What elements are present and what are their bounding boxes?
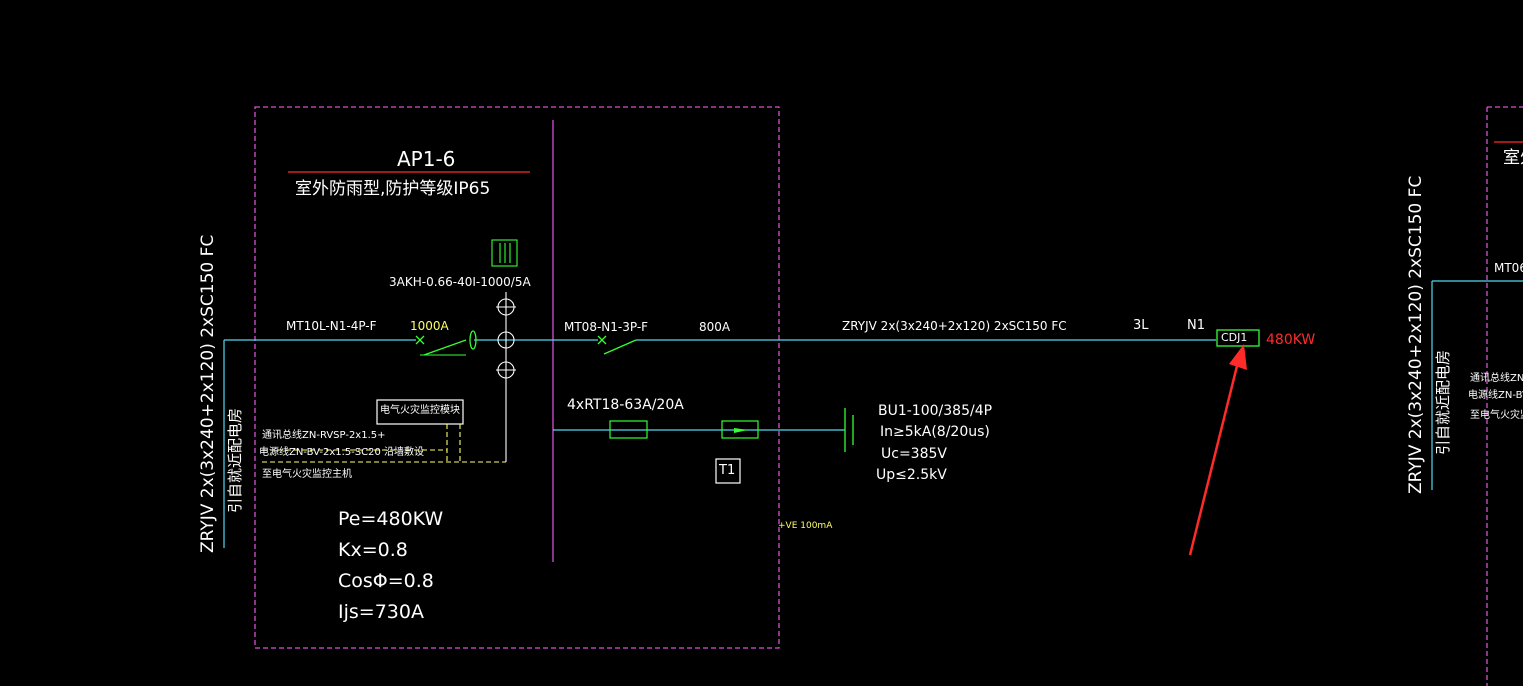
target-label: CDJ1 <box>1221 331 1248 344</box>
annotation-arrow <box>1188 344 1247 556</box>
neighbor-power-partial: 电源线ZN-BV <box>1468 390 1523 401</box>
neighbor-source-note: 引自就近配电房 <box>1434 349 1452 455</box>
panel-name: AP1-6 <box>397 147 456 171</box>
outgoing-circuit: N1 <box>1187 318 1205 333</box>
spd-fuse-label: 4xRT18-63A/20A <box>567 397 684 413</box>
spd-device-symbol <box>721 420 759 439</box>
current-transformer-symbol <box>491 239 518 462</box>
outgoing-cable-label: ZRYJV 2x(3x240+2x120) 2xSC150 FC <box>842 319 1067 333</box>
neighbor-cable-label: ZRYJV 2x(3x240+2x120) 2xSC150 FC <box>1406 175 1426 494</box>
neighbor-breaker: MT06 <box>1494 261 1523 275</box>
ground-label: +VE 100mA <box>778 521 833 531</box>
incoming-cable-label: ZRYJV 2x(3x240+2x120) 2xSC150 FC <box>198 234 218 553</box>
monitoring-module-box <box>376 399 464 425</box>
spd-fuse-symbol <box>609 420 648 439</box>
spd-arrow-symbol <box>734 428 748 433</box>
spd-in: In≥5kA(8/20us) <box>880 424 990 440</box>
calc-cos: CosΦ=0.8 <box>338 570 434 592</box>
incoming-source-note: 引自就近配电房 <box>226 407 244 513</box>
spd-tag-box <box>715 458 741 484</box>
panel-description: 室外防雨型,防护等级IP65 <box>295 179 491 199</box>
monitoring-host-label: 至电气火灾监控主机 <box>262 469 352 480</box>
spd-tag: T1 <box>719 463 736 478</box>
monitoring-wiring <box>262 424 506 463</box>
outgoing-breaker-symbol <box>597 335 637 355</box>
calc-pe: Pe=480KW <box>338 508 444 530</box>
calc-kx: Kx=0.8 <box>338 539 408 561</box>
outgoing-breaker-rating: 800A <box>699 320 731 334</box>
target-box <box>1216 329 1260 347</box>
spd-model: BU1-100/385/4P <box>878 403 993 419</box>
monitoring-comm-line: 通讯总线ZN-RVSP-2x1.5+ <box>262 430 386 441</box>
spd-up: Up≤2.5kV <box>876 467 947 483</box>
target-load: 480KW <box>1266 332 1316 348</box>
neighbor-host-partial: 至电气火灾监控 <box>1470 410 1523 421</box>
spd-uc: Uc=385V <box>881 446 947 462</box>
calc-ijs: Ijs=730A <box>338 601 424 623</box>
neighbor-title-partial: 室外 <box>1503 148 1523 168</box>
panel-boundary <box>254 106 780 649</box>
outgoing-breaker-model: MT08-N1-3P-F <box>564 320 649 334</box>
main-breaker-model: MT10L-N1-4P-F <box>286 319 377 333</box>
main-breaker-rating: 1000A <box>410 319 449 333</box>
monitoring-power-line: 电源线ZN-BV-2x1.5-SC20 沿墙敷设 <box>259 447 425 458</box>
outgoing-phase: 3L <box>1133 318 1149 333</box>
neighbor-comm-partial: 通讯总线ZN- <box>1470 373 1523 384</box>
ground-symbol <box>844 408 854 452</box>
monitoring-module-label: 电气火灾监控模块 <box>380 405 460 416</box>
ct-label: 3AKH-0.66-40I-1000/5A <box>389 275 531 289</box>
main-breaker-symbol <box>415 330 477 356</box>
